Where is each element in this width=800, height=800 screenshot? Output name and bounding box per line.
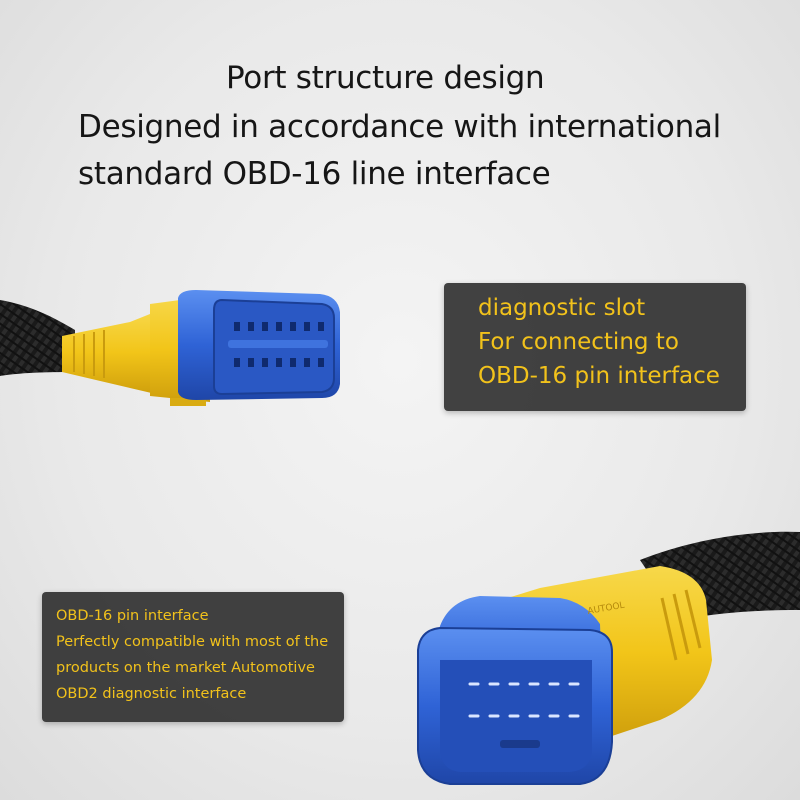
headline-line-3: standard OBD-16 line interface — [78, 156, 551, 192]
pin-holes-top — [234, 322, 324, 367]
headline-title: Port structure design — [226, 60, 545, 96]
male-connector: AUTOOL — [417, 531, 800, 785]
callout-bottom-line-1: OBD-16 pin interface — [56, 608, 209, 624]
callout-top-line-1: diagnostic slot — [478, 295, 646, 321]
braided-cable-top — [0, 300, 75, 376]
callout-bottom-line-3: products on the market Automotive — [56, 660, 315, 676]
callout-diagnostic-slot: diagnostic slot For connecting to OBD-16… — [444, 283, 746, 411]
callout-top-line-3: OBD-16 pin interface — [478, 363, 720, 389]
callout-bottom-line-2: Perfectly compatible with most of the — [56, 634, 329, 650]
callout-pin-interface: OBD-16 pin interface Perfectly compatibl… — [42, 592, 344, 722]
pins-bottom — [468, 682, 580, 718]
strain-relief-top — [62, 310, 160, 395]
callout-top-line-2: For connecting to — [478, 329, 679, 355]
callout-bottom-line-4: OBD2 diagnostic interface — [56, 686, 247, 702]
headline-line-2: Designed in accordance with internationa… — [78, 109, 721, 145]
headline: Port structure design Designed in accord… — [0, 0, 800, 200]
female-connector — [0, 290, 340, 406]
